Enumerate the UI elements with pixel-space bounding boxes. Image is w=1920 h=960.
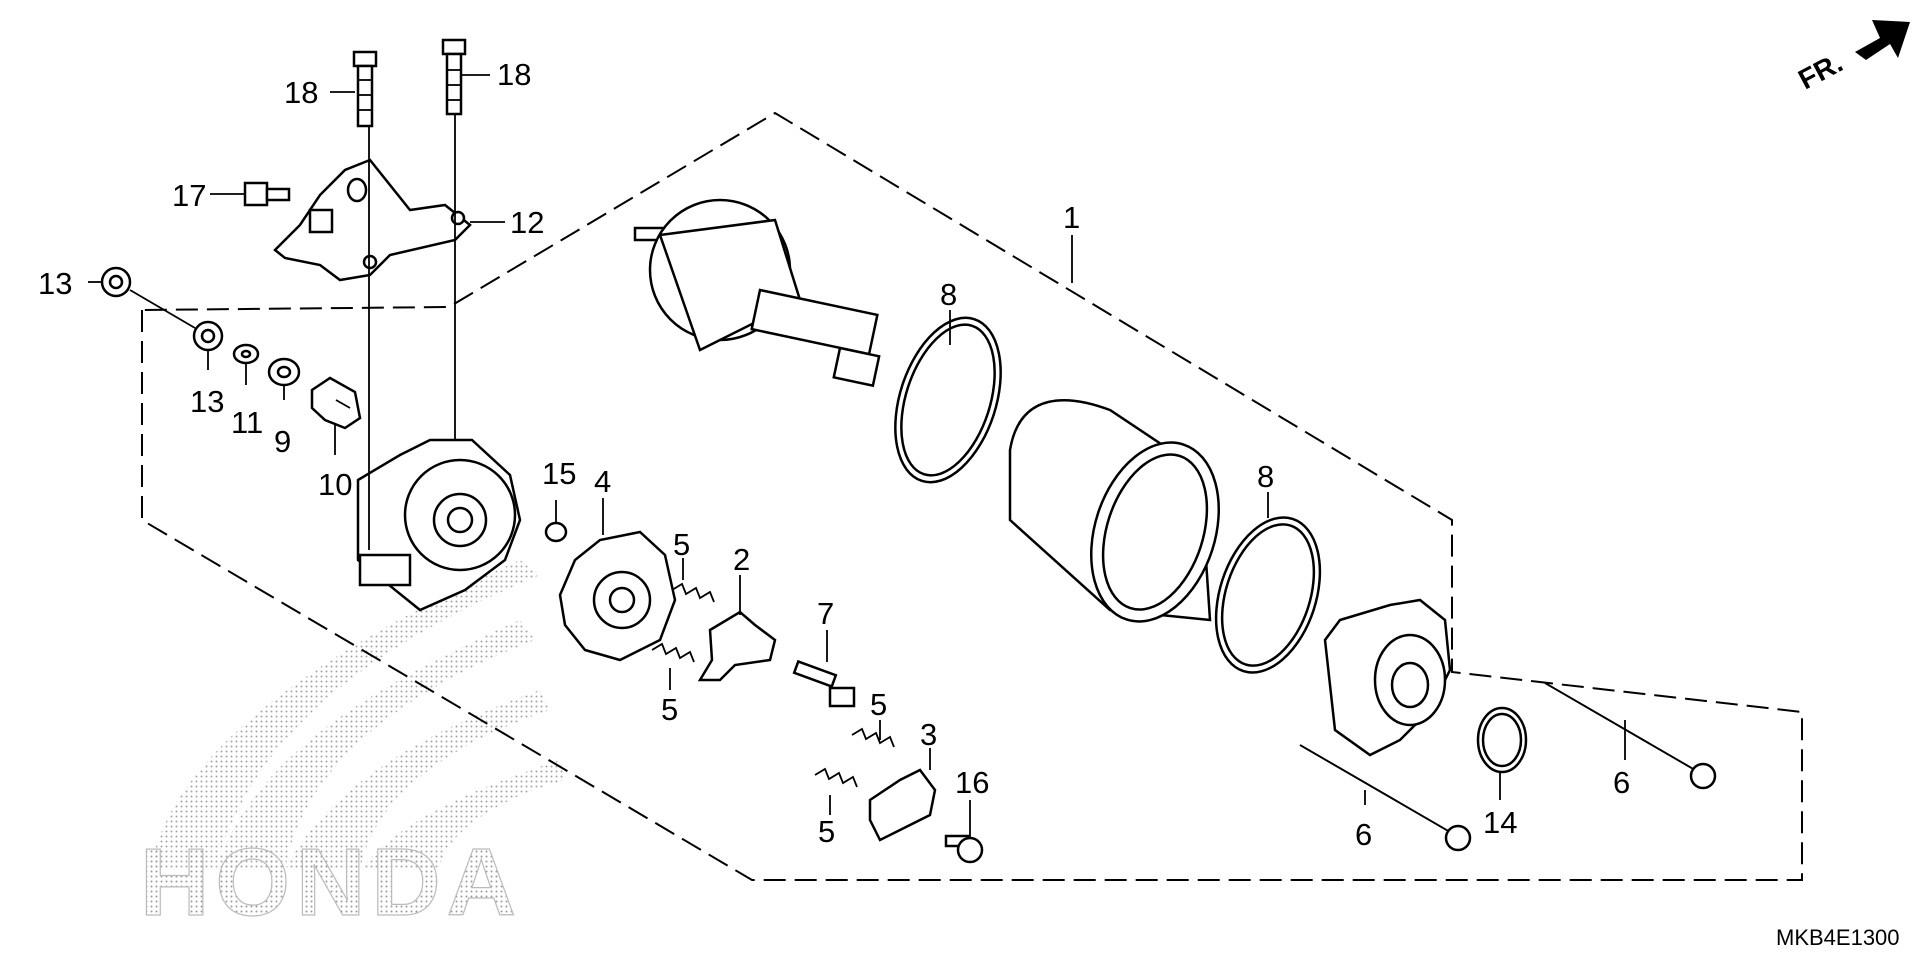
honda-wing-logo [150,560,565,870]
callout-3: 3 [920,717,937,752]
callout-5-a: 5 [673,527,690,562]
long-bolt-6-right [1544,682,1717,790]
front-cover [1323,598,1452,757]
spring-5-c [851,727,895,748]
bolt-17 [243,181,291,207]
armature [633,198,881,388]
leader-lines [88,74,1626,838]
callout-5-d: 5 [818,814,835,849]
washer-15 [544,521,568,543]
bolt-18-left [352,50,378,128]
callout-2: 2 [733,542,750,577]
callout-12: 12 [510,205,544,240]
spring-5-b [651,642,695,663]
callout-16: 16 [955,765,989,800]
callout-10: 10 [318,467,352,502]
callout-15: 15 [542,456,576,491]
screw-16 [944,834,984,864]
brush-2 [697,610,777,682]
front-arrow-icon [1855,20,1910,60]
callout-13-a: 13 [38,266,72,301]
bolt-18-right [441,38,467,116]
brush-holder-4 [558,530,677,662]
callout-11: 11 [231,405,263,440]
callout-4: 4 [594,464,611,499]
callout-8-b: 8 [1257,459,1274,494]
terminal-bolt-7 [792,659,856,708]
watermark-text: HONDA [140,829,522,936]
terminal-10 [310,376,362,430]
motor-case [1008,399,1221,623]
callout-5-c: 5 [870,687,887,722]
callout-5-b: 5 [661,692,678,727]
callout-1: 1 [1063,200,1080,235]
callout-17: 17 [172,178,206,213]
callout-8-a: 8 [940,277,957,312]
spring-5-a [671,582,715,603]
brush-3 [868,768,937,842]
bracket-12 [273,158,472,282]
callout-13-b: 13 [190,384,224,419]
callout-6-a: 6 [1355,817,1372,852]
callout-9: 9 [274,424,291,459]
assembly-outline [141,111,1803,881]
front-direction-label: FR. [1793,47,1847,96]
callout-6-b: 6 [1613,765,1630,800]
callouts: 1 2 3 4 5 5 5 5 6 6 7 8 8 9 10 11 12 13 … [38,57,1630,852]
callout-18-a: 18 [284,75,318,110]
rear-housing [356,438,522,612]
figure-code: MKB4E1300 [1776,925,1900,950]
callout-18-b: 18 [497,57,531,92]
callout-14: 14 [1483,805,1517,840]
front-direction-indicator: FR. [1793,20,1910,95]
long-bolt-6-left [1299,744,1472,852]
callout-7: 7 [817,596,834,631]
spring-5-d [814,767,858,788]
